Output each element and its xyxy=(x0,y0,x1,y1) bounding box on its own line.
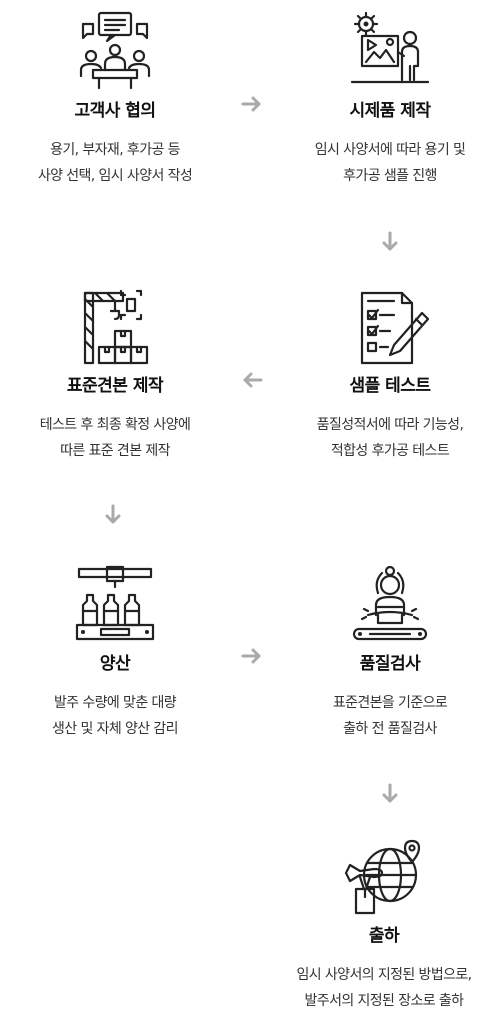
step-title: 샘플 테스트 xyxy=(349,376,431,396)
step-description-line: 생산 및 자체 양산 감리 xyxy=(52,721,179,737)
arrow-left-icon xyxy=(243,372,263,388)
crane-boxes-icon xyxy=(83,289,149,365)
step-prototype: 시제품 제작 임시 사양서에 따라 용기 및 후가공 샘플 진행 xyxy=(270,10,500,189)
step-description-line: 테스트 후 최종 확정 사양에 xyxy=(39,417,191,433)
step-description-line: 발주 수량에 맞춘 대량 xyxy=(53,695,177,711)
bottling-machine-icon xyxy=(75,565,155,641)
step-shipping: 출하 임시 사양서의 지정된 방법으로, 발주서의 지정된 장소로 출하 xyxy=(264,837,500,1014)
step-description-line: 적합성 후가공 테스트 xyxy=(330,443,450,459)
step-description-line: 표준견본을 기준으로 xyxy=(332,695,448,711)
step-description-line: 임시 사양서에 따라 용기 및 xyxy=(314,142,466,158)
step-mass-production: 양산 발주 수량에 맞춘 대량 생산 및 자체 양산 감리 xyxy=(0,563,235,742)
step-description-line: 발주서의 지정된 장소로 출하 xyxy=(304,993,465,1009)
step-description-line: 출하 전 품질검사 xyxy=(343,721,437,737)
global-shipping-icon xyxy=(344,839,421,915)
step-description-line: 사양 선택, 임시 사양서 작성 xyxy=(37,168,193,184)
step-description-line: 용기, 부자재, 후가공 등 xyxy=(50,142,180,158)
arrow-right-icon xyxy=(241,96,261,112)
inspector-conveyor-icon xyxy=(352,565,428,641)
design-presentation-icon xyxy=(350,11,430,84)
arrow-down-icon xyxy=(382,231,398,251)
step-title: 출하 xyxy=(368,926,400,946)
step-title: 양산 xyxy=(99,654,131,674)
arrow-down-icon xyxy=(105,504,121,524)
step-customer-consultation: 고객사 협의 용기, 부자재, 후가공 등 사양 선택, 임시 사양서 작성 xyxy=(0,10,235,189)
step-sample-test: 샘플 테스트 품질성적서에 따라 기능성, 적합성 후가공 테스트 xyxy=(270,285,500,464)
step-quality-inspection: 품질검사 표준견본을 기준으로 출하 전 품질검사 xyxy=(270,563,500,742)
step-title: 표준견본 제작 xyxy=(66,376,164,396)
meeting-icon xyxy=(79,11,151,90)
step-description-line: 후가공 샘플 진행 xyxy=(343,168,437,184)
arrow-right-icon xyxy=(241,648,261,664)
step-title: 품질검사 xyxy=(359,654,421,674)
checklist-pencil-icon xyxy=(360,291,430,365)
step-title: 고객사 협의 xyxy=(74,101,156,121)
step-description-line: 따른 표준 견본 제작 xyxy=(60,443,170,459)
step-description-line: 임시 사양서의 지정된 방법으로, xyxy=(296,967,472,983)
step-description-line: 품질성적서에 따라 기능성, xyxy=(316,417,464,433)
step-title: 시제품 제작 xyxy=(349,101,431,121)
step-standard-sample: 표준견본 제작 테스트 후 최종 확정 사양에 따른 표준 견본 제작 xyxy=(0,285,235,464)
arrow-down-icon xyxy=(382,783,398,803)
